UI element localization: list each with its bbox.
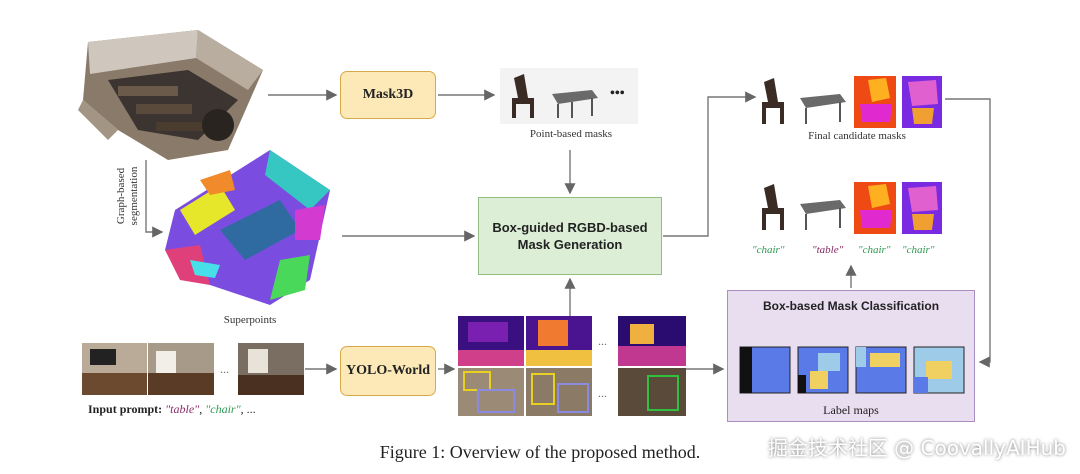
final-masks-caption: Final candidate masks <box>808 130 906 142</box>
input-ellipsis: ... <box>220 362 229 376</box>
class-label-4: "chair" <box>902 244 935 256</box>
prompt-sep: , <box>199 402 206 416</box>
graph-seg-line2: segmentation <box>128 166 140 225</box>
figure-caption: Figure 1: Overview of the proposed metho… <box>379 442 701 462</box>
final-masks-image <box>762 76 942 128</box>
prompt-label: Input prompt: <box>88 402 163 416</box>
classification-title: Box-based Mask Classification <box>762 299 940 313</box>
class-label-1: "chair" <box>752 244 785 256</box>
point-masks-caption: Point-based masks <box>529 128 613 140</box>
prompt-item-chair: "chair" <box>205 402 241 416</box>
yolo-world-box: YOLO-World <box>340 346 436 396</box>
input-prompt: Input prompt: "table", "chair", ... <box>88 402 256 417</box>
prompt-item-table: "table" <box>165 402 200 416</box>
mask3d-box: Mask3D <box>340 71 436 119</box>
classified-masks-image <box>762 182 942 234</box>
class-label-2: "table" <box>812 244 844 256</box>
det-ellipsis: ... <box>598 386 607 400</box>
label-maps-image <box>739 346 965 394</box>
arrow-graph-seg <box>145 160 164 238</box>
arrow-gen-to-final <box>663 91 757 237</box>
arrow-final-to-classif <box>945 98 991 368</box>
point-masks-image <box>500 68 638 124</box>
prompt-tail: , ... <box>240 402 256 416</box>
label-maps-caption: Label maps <box>823 403 879 417</box>
more-masks-dots: ••• <box>610 86 625 101</box>
class-label-3: "chair" <box>858 244 891 256</box>
superpoints-caption: Superpoints <box>223 314 277 326</box>
room-scan-image <box>78 30 263 160</box>
depth-detection-images <box>458 316 686 416</box>
graph-seg-label: Graph-based segmentation <box>115 166 140 225</box>
mask-generation-box: Box-guided RGBD-based Mask Generation <box>478 197 662 275</box>
watermark: 掘金技术社区 @ CoovallyAIHub <box>767 436 1066 460</box>
superpoints-image <box>165 150 330 305</box>
input-images <box>82 343 304 395</box>
graph-seg-line1: Graph-based <box>115 167 127 224</box>
mask-classification-box: Box-based Mask Classification Label maps <box>727 290 975 422</box>
depth-ellipsis: ... <box>598 334 607 348</box>
